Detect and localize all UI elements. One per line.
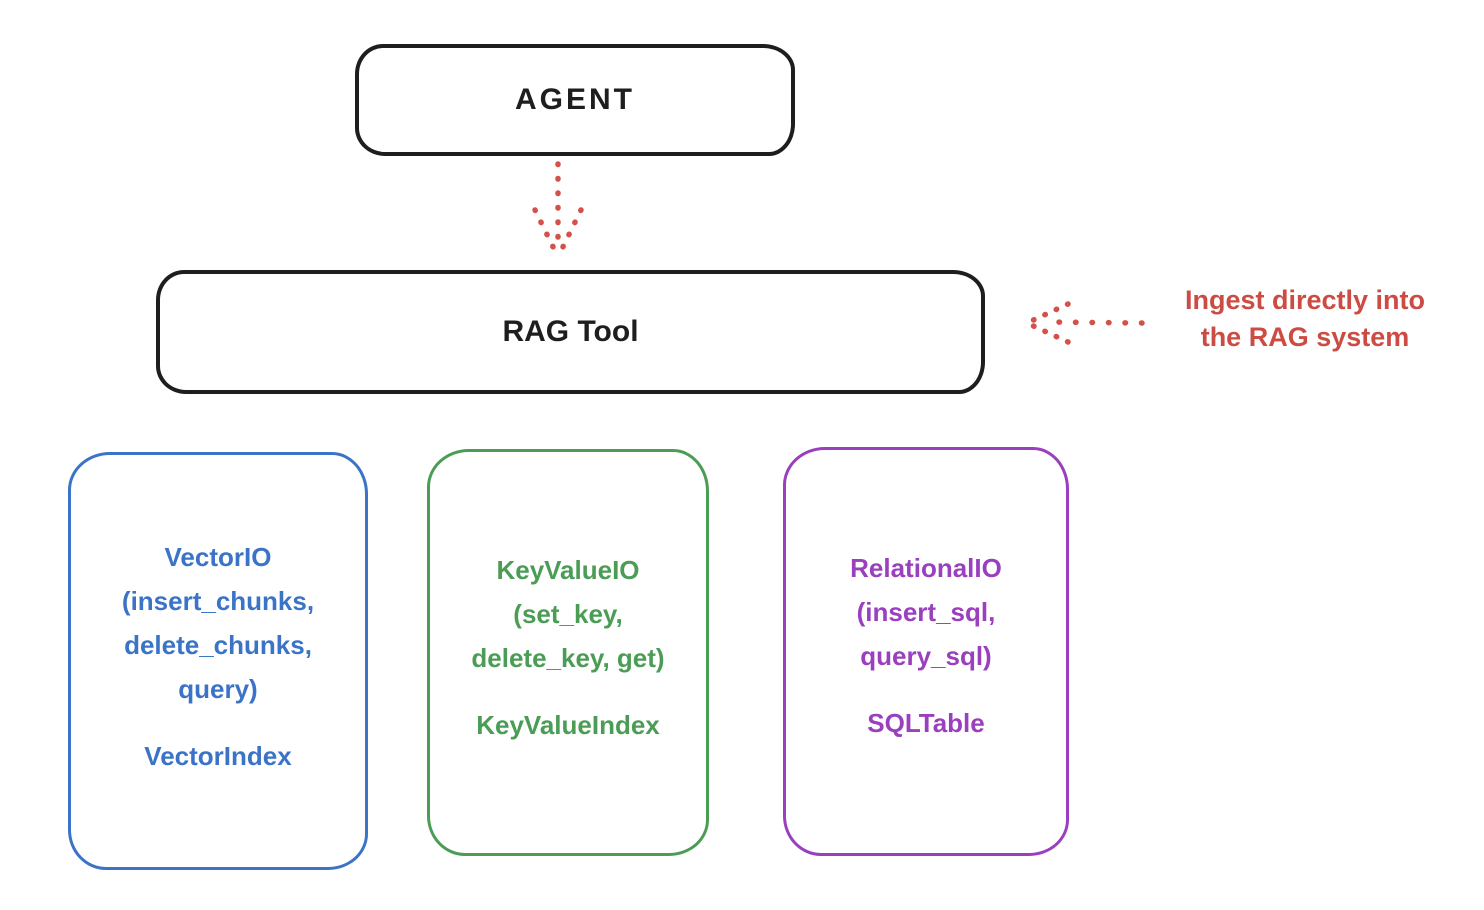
vector-index-label: VectorIndex bbox=[144, 741, 292, 771]
vector-io-node: VectorIO (insert_chunks, delete_chunks, … bbox=[68, 452, 368, 870]
relational-io-node: RelationalIO (insert_sql, query_sql) SQL… bbox=[783, 447, 1069, 856]
relational-io-line: query_sql) bbox=[860, 641, 992, 671]
vector-io-lines: VectorIO (insert_chunks, delete_chunks, … bbox=[122, 535, 314, 711]
relational-io-line: RelationalIO bbox=[850, 553, 1002, 583]
vector-io-line: (insert_chunks, bbox=[121, 586, 315, 616]
ingest-annotation-line2: the RAG system bbox=[1200, 322, 1410, 352]
relational-io-lines: RelationalIO (insert_sql, query_sql) bbox=[850, 546, 1002, 678]
left-arrow-icon bbox=[1024, 301, 1145, 345]
vector-io-line: delete_chunks, bbox=[124, 630, 312, 660]
ingest-annotation: Ingest directly into the RAG system bbox=[1138, 282, 1472, 356]
keyvalue-io-line: delete_key, get) bbox=[471, 643, 665, 673]
ingest-annotation-line1: Ingest directly into bbox=[1184, 285, 1426, 315]
down-arrow-icon bbox=[532, 161, 584, 260]
relational-io-line: (insert_sql, bbox=[856, 597, 996, 627]
vector-io-line: query) bbox=[178, 674, 258, 704]
keyvalue-io-node: KeyValueIO (set_key, delete_key, get) Ke… bbox=[427, 449, 709, 856]
keyvalue-index-label: KeyValueIndex bbox=[476, 710, 660, 740]
keyvalue-io-lines: KeyValueIO (set_key, delete_key, get) bbox=[471, 548, 664, 680]
agent-node: AGENT bbox=[355, 44, 795, 156]
agent-node-label: AGENT bbox=[515, 83, 635, 116]
keyvalue-io-line: (set_key, bbox=[513, 599, 623, 629]
vector-io-line: VectorIO bbox=[164, 542, 272, 572]
rag-tool-node: RAG Tool bbox=[156, 270, 985, 394]
keyvalue-io-line: KeyValueIO bbox=[496, 555, 640, 585]
rag-tool-node-label: RAG Tool bbox=[502, 315, 639, 348]
sql-table-label: SQLTable bbox=[867, 708, 985, 738]
